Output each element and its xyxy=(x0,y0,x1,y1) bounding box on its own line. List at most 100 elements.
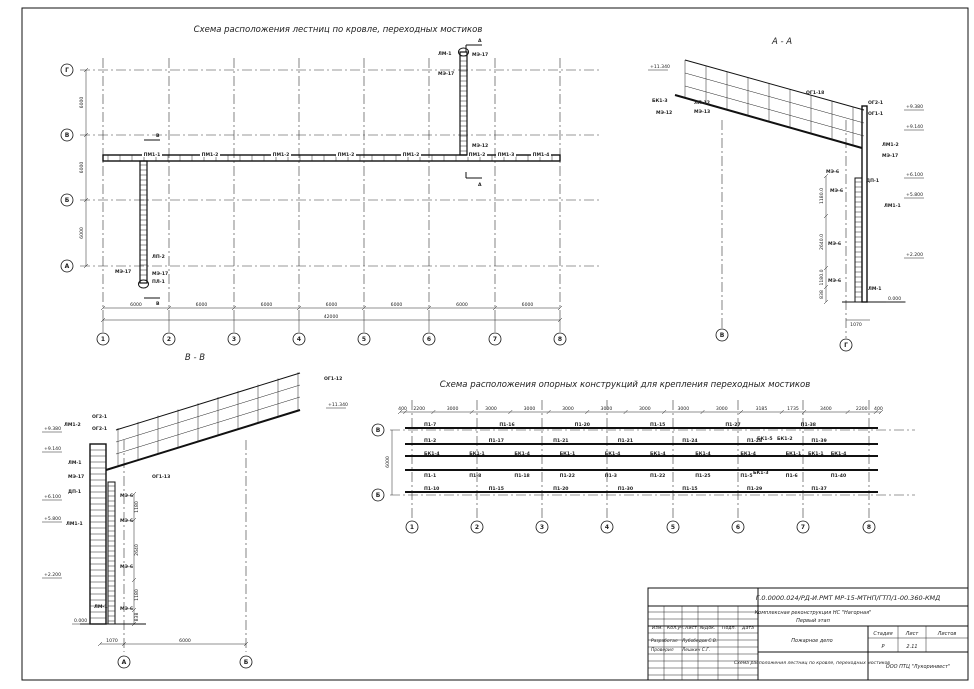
section-bb-axis-bubble-a-text: А xyxy=(122,659,127,666)
support-row1-1: П1-16 xyxy=(499,422,514,428)
section-aa-dim-2: 1180.0 xyxy=(819,269,825,285)
support-row3-8: БК1-1 xyxy=(786,451,802,457)
section-aa-axis-bubble-g xyxy=(839,338,853,352)
bridge-label-3: ПМ1-2 xyxy=(338,152,355,158)
section-bb-label-1: ОГ2-1 xyxy=(92,414,107,420)
support-row3-0: БК1-4 xyxy=(424,451,440,457)
col-kol: Кол.уч. xyxy=(667,625,684,631)
support-dim-13: 2200 xyxy=(856,406,868,412)
support-dim-14: 400 xyxy=(874,406,883,412)
col-list: Лист xyxy=(684,625,697,631)
section-aa-label-14: МЭ-6 xyxy=(828,278,841,284)
wall-ladder xyxy=(107,481,116,625)
wall-ladder xyxy=(854,177,863,303)
dim-left-2: 6000 xyxy=(79,227,85,239)
support-dim-3: 3000 xyxy=(485,406,497,412)
section-bb-dim-1: 2640 xyxy=(134,544,140,556)
section-aa-dim-3: 838 xyxy=(819,290,825,299)
section-bb-axis-bubble-a xyxy=(117,655,131,669)
bridge-label-5: ПМ1-2 xyxy=(469,152,486,158)
dim-bottom-5: 6000 xyxy=(456,302,468,308)
support-axis-bubble-6 xyxy=(731,520,745,534)
label-bg xyxy=(401,150,421,157)
section-bb-dim-0: 1180 xyxy=(134,501,140,513)
support-axis-bubble-2-text: 2 xyxy=(475,524,479,531)
dim-tick xyxy=(166,305,172,311)
axis-bubble-5 xyxy=(357,332,371,346)
section-aa-axis-bubble-v-text: В xyxy=(720,332,725,339)
section-aa-label-7: ЛМ1-2 xyxy=(882,142,899,148)
section-aa-label-13: МЭ-6 xyxy=(828,241,841,247)
section-bb-dim-bottom-b: 6000 xyxy=(179,638,191,644)
support-row4-8: П1-6 xyxy=(786,473,798,479)
support-row2-2: П1-21 xyxy=(553,438,568,444)
axis-bubble-В-text: В xyxy=(65,132,70,139)
level-mark-0: +11.340 xyxy=(650,64,670,70)
support-axis-bubble-8 xyxy=(862,520,876,534)
dim-tick xyxy=(823,265,829,271)
level-mark-6: 0.000 xyxy=(888,296,901,302)
row-checker: Проверил xyxy=(651,647,674,653)
col-data: Дата xyxy=(741,625,754,631)
support-row2-5: П1-28 xyxy=(747,438,762,444)
railing-mid xyxy=(115,384,301,443)
bridge-label-0: ПМ1-1 xyxy=(144,152,161,158)
axis-bubble-1-text: 1 xyxy=(101,336,105,343)
dim-tick xyxy=(121,641,127,647)
document-code: Г.0.0000.024/РД-И.РМТ МР-15-МТНП/ГТП/1-0… xyxy=(756,594,941,602)
support-axis-bubble-v xyxy=(371,423,385,437)
dim-tick xyxy=(100,305,106,311)
support-dim-8: 3000 xyxy=(677,406,689,412)
section-bb-dim-2: 1180 xyxy=(134,589,140,601)
dim-tick xyxy=(361,305,367,311)
support-row5-5: П1-29 xyxy=(747,486,762,492)
section-bb-label-13: ОГ1-12 xyxy=(324,376,342,382)
ladder-label-top1: ЛМ-1 xyxy=(438,51,452,57)
railing-top xyxy=(684,59,865,111)
plan-title: Схема расположения лестниц по кровле, пе… xyxy=(194,25,483,35)
ladder-hoop xyxy=(138,279,149,289)
bridge-label-7: ПМ1-4 xyxy=(533,152,550,158)
section-bb-label-9: МЭ-6 xyxy=(120,564,133,570)
dim-tick xyxy=(397,409,403,415)
support-dim-6: 3000 xyxy=(601,406,613,412)
supports-title: Схема расположения опорных конструкций д… xyxy=(440,380,811,390)
axis-bubble-Б-text: Б xyxy=(65,197,70,204)
ladder-label-bot4: ПЛ-1 xyxy=(152,279,165,285)
section-aa-label-8: МЭ-17 xyxy=(882,153,898,159)
support-row3-2: БК1-4 xyxy=(514,451,530,457)
dim-tick xyxy=(469,409,474,415)
axis-bubble-2 xyxy=(162,332,176,346)
dim-tick xyxy=(83,67,89,73)
railing-low xyxy=(115,396,301,455)
dim-tick xyxy=(584,409,590,415)
dim-tick xyxy=(801,409,807,415)
sheet-frame xyxy=(21,7,969,681)
support-axis-bubble-b xyxy=(371,488,385,502)
support-axis-bubble-4 xyxy=(600,520,614,534)
cut-a-bottom-label: А xyxy=(478,182,482,188)
section-bb-dim-bottom-a: 1070 xyxy=(106,638,118,644)
dim-tick xyxy=(243,641,249,647)
support-dim-5: 3000 xyxy=(562,406,574,412)
ladder-label-bot3: МЭ-17 xyxy=(152,271,168,277)
section-aa-dim-bottom: 1070 xyxy=(850,322,862,328)
dim-tick xyxy=(296,305,302,311)
ladder-label-bot2: МЭ-17 xyxy=(115,269,131,275)
list-value: 2.11 xyxy=(906,644,917,650)
sheet-title: Схема расположения лестниц по кровле, пе… xyxy=(734,660,890,666)
support-axis-bubble-1 xyxy=(405,520,419,534)
dim-total: 42000 xyxy=(324,314,339,320)
bridge-walkway xyxy=(102,154,561,162)
dim-bottom-1: 6000 xyxy=(196,302,208,308)
cut-a-top-label: А xyxy=(478,38,482,44)
axis-bubble-7-text: 7 xyxy=(493,336,497,343)
support-row5-3: П1-30 xyxy=(618,486,633,492)
level-mark-1: +9.140 xyxy=(44,446,61,452)
dim-tick xyxy=(492,305,498,311)
section-aa-label-11: МЭ-6 xyxy=(830,188,843,194)
support-axis-bubble-3-text: 3 xyxy=(540,524,544,531)
dim-left-1: 6000 xyxy=(79,162,85,174)
support-extra-3: БК1-1 xyxy=(808,451,824,457)
